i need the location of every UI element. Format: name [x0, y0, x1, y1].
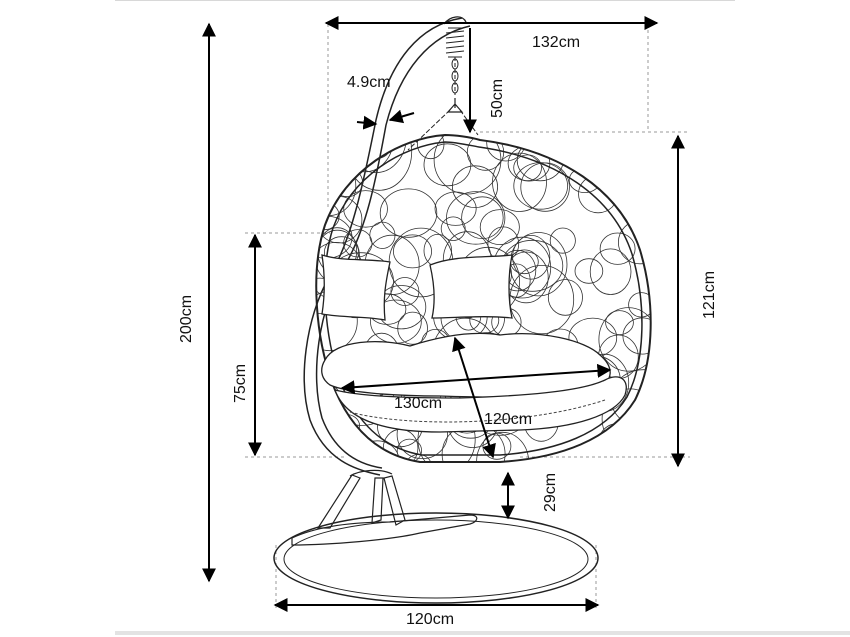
wicker-loop — [599, 232, 636, 265]
wicker-loop — [440, 216, 466, 241]
wicker-loop — [451, 165, 498, 209]
wicker-loop — [405, 454, 432, 462]
wicker-loop — [434, 191, 477, 226]
wicker-loop — [479, 209, 520, 246]
wicker-loop — [547, 279, 583, 316]
label-total-height: 200cm — [178, 295, 195, 343]
wicker-loop — [578, 174, 619, 214]
wicker-loop — [605, 310, 634, 336]
label-cushion-depth: 120cm — [484, 411, 532, 428]
wicker-loop — [513, 154, 542, 182]
wicker-loop — [492, 152, 547, 212]
dimension-labels: 132cm 4.9cm 50cm 200cm 121cm 75cm 130cm … — [178, 34, 718, 628]
wicker-loop — [596, 423, 638, 462]
label-ground-clearance: 29cm — [542, 473, 559, 512]
wicker-loop — [513, 162, 568, 210]
label-opening-height: 75cm — [232, 364, 249, 403]
wicker-loop — [618, 220, 651, 265]
wicker-loop — [574, 258, 604, 284]
label-cushion-width: 130cm — [394, 395, 442, 412]
wicker-loop — [335, 135, 394, 173]
wicker-loop — [362, 135, 391, 159]
label-base-diameter: 120cm — [406, 611, 454, 628]
label-pod-height: 121cm — [701, 271, 718, 319]
wicker-loop — [343, 190, 388, 228]
wicker-loop — [433, 135, 502, 195]
wicker-loop — [331, 167, 363, 198]
spring-and-chain — [407, 27, 479, 151]
wicker-loop — [396, 438, 422, 462]
wicker-loop — [520, 162, 570, 212]
wicker-loop — [390, 277, 420, 306]
wicker-loop — [379, 188, 438, 238]
label-width-top: 132cm — [532, 34, 580, 51]
wicker-loop — [345, 135, 407, 173]
label-chain-length: 50cm — [489, 79, 506, 118]
dimension-arrows — [202, 16, 685, 612]
wicker-loop — [397, 311, 428, 345]
wicker-loop — [526, 135, 552, 149]
wicker-loop — [345, 135, 413, 191]
wicker-loop — [343, 229, 373, 258]
wicker-loop — [589, 248, 632, 295]
wicker-loop — [423, 143, 472, 187]
cushions — [321, 254, 627, 433]
page-borders — [115, 0, 850, 635]
wicker-loop — [598, 307, 651, 372]
wicker-loop — [392, 234, 432, 269]
label-tube-thickness: 4.9cm — [347, 74, 391, 91]
wicker-loop — [446, 191, 506, 245]
wicker-loop — [549, 227, 576, 254]
wicker-loop — [461, 196, 504, 240]
